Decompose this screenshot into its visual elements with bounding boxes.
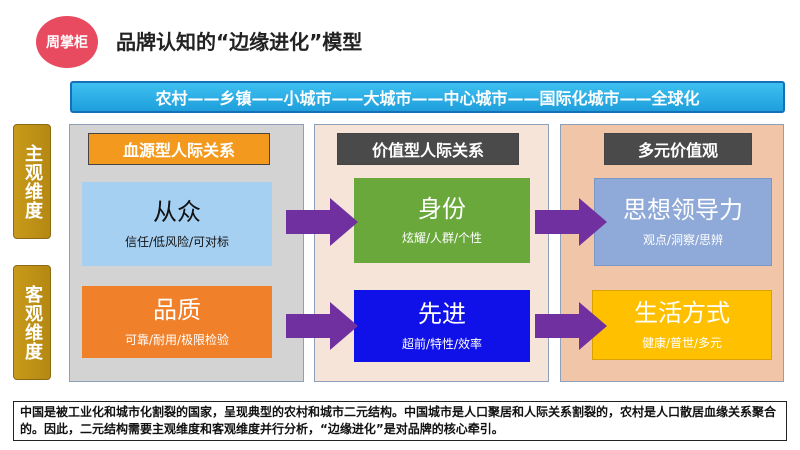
arrow-shape [286,198,358,246]
objective-dimension-label: 客观维度 [13,265,51,380]
right-arrow-icon [286,302,358,350]
concept-subtitle: 健康/普世/多元 [641,335,723,350]
concept-box-conformity: 从众 信任/低风险/可对标 [82,182,272,266]
column-header-blood-relations: 血源型人际关系 [88,133,270,165]
concept-subtitle: 可靠/耐用/极限检验 [124,332,230,347]
logo-badge: 周掌柜 [36,16,98,68]
arrow-shape [535,198,607,246]
concept-title: 品质 [153,296,201,325]
right-arrow-icon [535,198,607,246]
concept-box-advanced: 先进 超前/特性/效率 [354,290,530,362]
column-header-value-relations: 价值型人际关系 [337,133,519,165]
page-title: 品牌认知的“边缘进化”模型 [116,30,363,54]
concept-title: 生活方式 [634,299,730,328]
concept-title: 身份 [418,194,466,223]
concept-title: 从众 [153,198,201,227]
column-header-diverse-values: 多元价值观 [604,133,752,165]
concept-title: 思想领导力 [623,196,743,225]
concept-box-lifestyle: 生活方式 健康/普世/多元 [592,290,772,360]
concept-subtitle: 超前/特性/效率 [401,336,483,351]
arrow-shape [286,302,358,350]
concept-box-identity: 身份 炫耀/人群/个性 [354,178,530,263]
urban-rural-bar: 农村——乡镇——小城市——大城市——中心城市——国际化城市——全球化 [70,81,785,113]
right-arrow-icon [286,198,358,246]
concept-subtitle: 炫耀/人群/个性 [401,231,483,246]
concept-box-quality: 品质 可靠/耐用/极限检验 [82,286,272,358]
concept-title: 先进 [418,300,466,329]
concept-subtitle: 观点/洞察/思辨 [642,232,724,247]
arrow-shape [535,302,607,350]
concept-subtitle: 信任/低风险/可对标 [124,234,230,249]
concept-box-thought-leadership: 思想领导力 观点/洞察/思辨 [594,178,772,266]
subjective-dimension-label: 主观维度 [13,124,51,239]
right-arrow-icon [535,302,607,350]
caption-text: 中国是被工业化和城市化割裂的国家，呈现典型的农村和城市二元结构。中国城市是人口聚… [13,401,787,441]
